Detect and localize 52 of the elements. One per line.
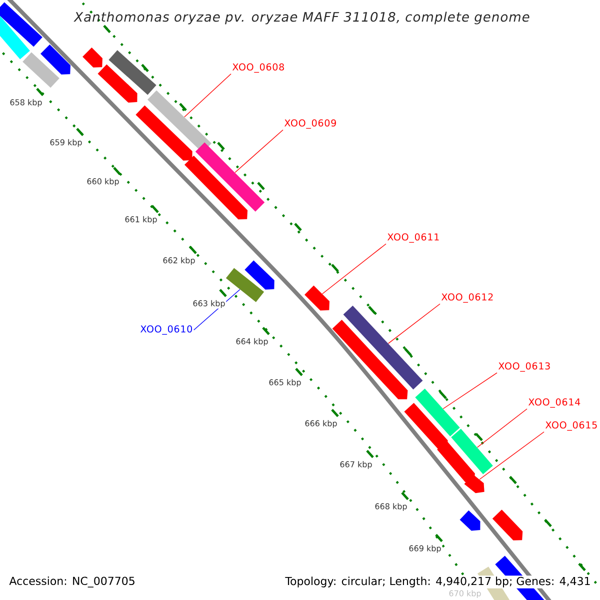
scale-label: 658 kbp	[8, 98, 44, 108]
gene-label: XOO_0613	[498, 362, 550, 372]
scale-label: 668 kbp	[374, 502, 408, 512]
footer-text: Accession: NC_007705	[8, 576, 136, 588]
leader-line	[388, 304, 440, 344]
scale-label: 662 kbp	[162, 256, 196, 266]
gene-block	[184, 156, 248, 220]
gene-block	[343, 306, 423, 390]
scale-label: 659 kbp	[48, 138, 84, 148]
gene-block	[0, 2, 42, 47]
scale-label: 663 kbp	[192, 299, 226, 309]
leader-line	[322, 244, 386, 294]
gene-block	[40, 44, 70, 74]
title: Xanthomonas oryzae pv. oryzae MAFF 311018, complete genome	[74, 12, 530, 24]
gene-label: XOO_0615	[546, 421, 597, 431]
gene-block	[98, 64, 138, 103]
gene-block	[304, 286, 330, 310]
gene-block	[82, 48, 102, 68]
scale-label: 661 kbp	[124, 215, 158, 225]
leader-line	[476, 408, 528, 448]
gene-label: XOO_0610	[140, 325, 192, 335]
gene-label: XOO_0608	[232, 63, 284, 73]
gene-block	[226, 268, 264, 302]
gene-block	[332, 320, 408, 400]
scale-label: 660 kbp	[86, 177, 120, 187]
leader-line	[442, 372, 498, 410]
gene-block	[460, 510, 480, 531]
leader-line	[479, 432, 544, 480]
gene-block	[451, 428, 493, 474]
scale-label: 669 kbp	[408, 544, 442, 554]
gene-block	[244, 260, 274, 290]
gene-block	[0, 16, 30, 60]
scale-label: 667 kbp	[338, 460, 374, 470]
gene-block	[404, 402, 448, 450]
scale-label: 666 kbp	[304, 419, 338, 429]
leader-line	[184, 74, 232, 118]
gene-block	[464, 474, 484, 494]
gene-block	[492, 510, 523, 540]
gene-label: XOO_0614	[528, 398, 580, 408]
gene-block	[195, 142, 265, 212]
gene-block	[136, 105, 192, 161]
leader-line	[234, 130, 284, 173]
scale-label: 664 kbp	[234, 337, 270, 347]
scale-label: 670 kbp	[448, 589, 482, 599]
gene-block	[437, 441, 475, 482]
gene-block	[415, 388, 460, 436]
gene-block	[108, 50, 156, 95]
gene-label: XOO_0612	[441, 293, 493, 303]
gene-label: XOO_0611	[387, 233, 439, 243]
gene-block	[22, 52, 60, 88]
gene-label: XOO_0609	[284, 119, 336, 129]
scale-label: 665 kbp	[268, 378, 302, 388]
